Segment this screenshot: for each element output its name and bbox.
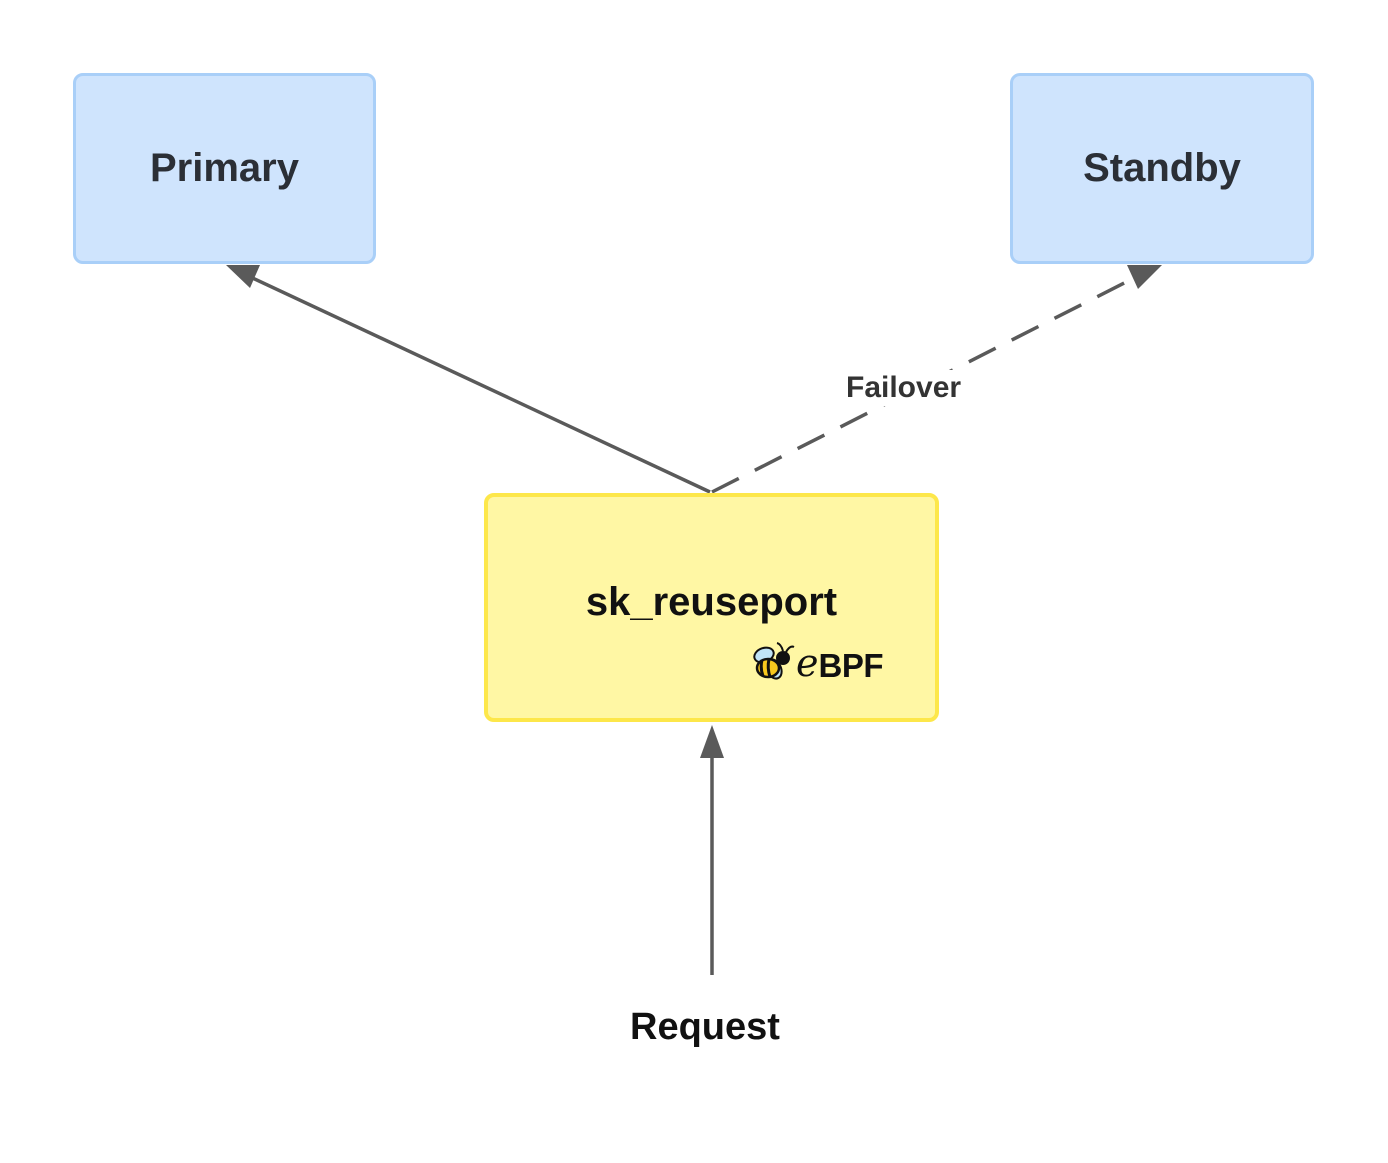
standby-node: Standby bbox=[1010, 73, 1314, 264]
primary-node: Primary bbox=[73, 73, 376, 264]
bee-icon bbox=[753, 642, 795, 680]
failover-edge-label: Failover bbox=[842, 370, 966, 406]
ebpf-prefix: e bbox=[796, 641, 819, 685]
request-label: Request bbox=[630, 1006, 780, 1048]
edge-to-primary bbox=[243, 272, 711, 494]
ebpf-logo: e BPF bbox=[750, 637, 890, 689]
sk-reuseport-label: sk_reuseport bbox=[585, 580, 838, 624]
sk-reuseport-node: sk_reuseport e BPF bbox=[484, 493, 939, 722]
arrowhead-standby bbox=[1127, 265, 1162, 289]
primary-label: Primary bbox=[150, 146, 299, 190]
arrowhead-sk-reuseport bbox=[700, 725, 724, 758]
ebpf-text: BPF bbox=[818, 646, 884, 684]
arrowhead-primary bbox=[226, 265, 260, 288]
standby-label: Standby bbox=[1083, 146, 1241, 190]
